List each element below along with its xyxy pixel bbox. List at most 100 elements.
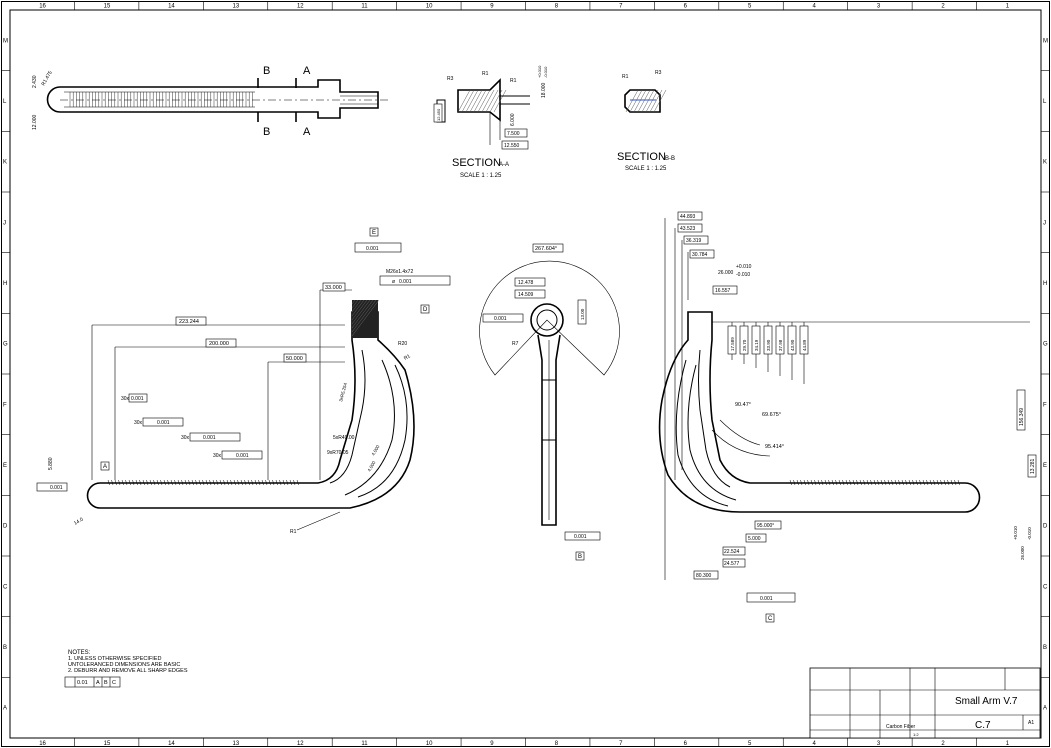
zone-column-label: 1 [1006,741,1010,747]
r-t26: 26.000 [1020,546,1025,560]
fc-thread: 0.001 [399,279,412,285]
section-a-title: SECTION [452,157,501,169]
mid-fc-bottom: 0.001 [574,534,587,540]
zone-column-label: 9 [490,4,494,10]
sec-b-r1: R1 [622,74,629,80]
dim-4a: 4.000 [371,444,381,457]
sec-b-r3: R3 [655,70,662,76]
datum-c-right: C [768,616,773,622]
dim-33: 33.000 [325,285,342,291]
inner-border [9,9,1042,739]
zone-column-label: 15 [104,741,111,747]
r-short: 13.281 [1030,458,1036,474]
cut-label-b-bottom: B [263,126,270,138]
zone-column-label: 4 [812,4,816,10]
fc-phi: ø [392,279,395,285]
zone-column-label: 11 [361,4,368,10]
zone-row-label: G [1043,342,1048,348]
r-a3: 95.414° [765,444,784,450]
zone-column-label: 15 [104,4,111,10]
dim-top-d1: 2.430 [32,75,38,88]
r-a1: 90.47° [735,402,751,408]
r-h6: 16.557 [715,288,731,294]
zone-column-label: 16 [39,741,46,747]
count-30x-4: 30x [213,453,222,459]
zone-row-label: J [3,220,6,226]
notes-line-3: 2. DEBURR AND REMOVE ALL SHARP EDGES [68,668,188,674]
r-fc: 0.001 [760,596,773,602]
zone-column-label: 13 [233,4,240,10]
notes-heading: NOTES: [68,650,91,656]
notes-block: NOTES: 1. UNLESS OTHERWISE SPECIFIED UNT… [64,650,188,688]
mid-fc: 0.001 [494,316,507,322]
zone-column-label: 12 [297,4,304,10]
zone-column-label: 8 [555,741,559,747]
title-sheet: 1:2 [913,732,919,737]
title-dwg-no: C.7 [975,720,991,731]
zone-column-label: 1 [1006,4,1010,10]
notes-fc-datum-c: C [112,680,116,686]
dim-5880: 5.880 [48,457,54,470]
count-30x-2: 30x [134,420,143,426]
r-b4: 80.300 [696,573,712,579]
zone-row-label: D [3,524,8,530]
zone-row-label: L [1043,99,1047,105]
zone-column-label: 6 [684,4,688,10]
mid-w2: 14.509 [518,292,534,298]
sec-a-r3: R3 [447,76,454,82]
top-bar-view: B A B A 2.430 R1.475 12.000 [32,65,390,138]
section-a-a: R3 R1 R1 +0.010 -0.010 18.000 12.450 7.5… [433,65,548,179]
zone-column-label: 12 [297,741,304,747]
zone-column-label: 7 [619,4,623,10]
dim-top-d3: 12.000 [32,114,38,130]
mid-w1: 12.478 [518,280,534,286]
dim-r70: 9xR70.05 [327,450,349,456]
dim-r1b: R1 [290,529,297,535]
dim-radius-group: 3xR5.254 [338,382,348,402]
datum-d-left: D [423,307,428,313]
r-b2: 22.524 [724,549,740,555]
section-b-suffix: B-B [665,156,675,162]
zone-row-label: D [1043,524,1048,530]
zone-row-label: A [1043,706,1047,712]
zone-row-label: M [3,38,8,44]
r-b1: 5.000 [748,536,761,542]
zone-column-label: 13 [233,741,240,747]
sec-a-1245: 12.450 [436,108,441,121]
zone-column-label: 2 [941,4,945,10]
datum-b-mid: B [578,554,582,560]
r-tn: -0.010 [1027,527,1032,540]
zone-column-label: 16 [39,4,46,10]
dim-14: 14.0 [73,517,85,527]
left-arm-view: 223.244 200.000 50.000 33.000 30x 0.001 … [36,227,451,535]
cut-label-a-bottom: A [303,126,311,138]
r-h2: 43.523 [680,226,696,232]
r-h3: 36.319 [686,238,702,244]
zone-row-label: B [3,645,7,651]
count-30x-3: 30x [181,435,190,441]
zone-column-label: 2 [941,741,945,747]
r-tol-p: +0.010 [736,264,752,270]
right-vertical-dim: 34.19 [754,339,759,351]
sec-a-1255: 12.550 [504,143,520,149]
right-vertical-dim: 37.98 [778,339,783,351]
fc-b: 0.001 [157,420,170,426]
section-a-suffix: A-A [499,162,509,168]
zone-row-label: K [3,160,7,166]
thread-spec: M26x1.4x72 [386,269,413,275]
dim-223: 223.244 [179,319,199,325]
notes-line-1: 1. UNLESS OTHERWISE SPECIFIED [68,656,161,662]
zone-row-label: K [1043,160,1047,166]
right-vertical-dim: 29.70 [742,339,747,351]
title-material: Carbon Fiber [886,724,916,730]
right-vertical-dim: 44.89 [802,339,807,351]
title-size: A1 [1028,720,1034,726]
r-h5: 26.000 [718,270,734,276]
dim-r1a: R1 [403,353,412,362]
r-b3: 24.577 [724,561,740,567]
datum-a-left: A [103,464,107,470]
r-h4: 30.784 [692,252,708,258]
cut-label-a-top: A [303,65,311,77]
dim-top-d2: R1.475 [41,70,54,87]
